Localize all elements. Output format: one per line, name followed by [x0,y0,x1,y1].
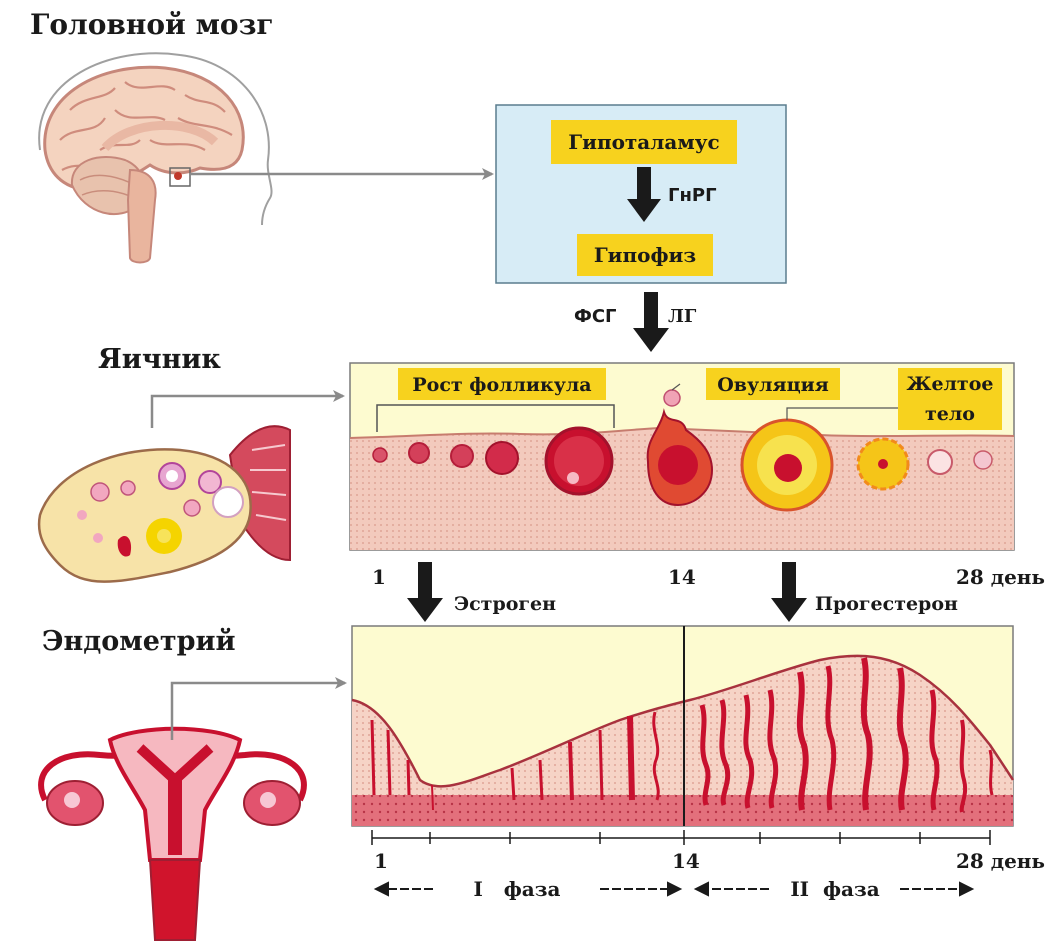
follicle-growth-label: Рост фолликула [412,374,591,396]
endometrium-title: Эндометрий [42,626,236,657]
endometrium-day-end: 28 день [956,849,1045,873]
lh-label: ЛГ [668,306,697,327]
pituitary-label: Гипофиз [594,243,696,267]
estrogen-arrow [407,562,443,622]
ovary-day-end: 28 день [956,565,1045,589]
fsh-lh-arrow [633,292,669,352]
ovary-title: Яичник [98,344,221,375]
corpus-luteum-label-2: тело [925,403,975,425]
endometrium-day-mid: 14 [672,849,700,873]
fsh-label: ФСГ [574,306,617,327]
brain-illustration [39,53,271,262]
ovary-day-start: 1 [372,565,386,589]
ovary-to-strip-arrow [152,396,343,428]
phase-2-label: II фаза [790,877,879,901]
corpus-luteum-label-1: Желтое [907,373,994,395]
ovulation-label: Овуляция [717,374,829,396]
progesterone-label: Прогестерон [815,593,958,615]
progesterone-arrow [771,562,807,622]
estrogen-label: Эстроген [454,593,556,615]
endometrium-cycle-strip [352,626,1013,826]
brain-title: Головной мозг [30,8,274,41]
endometrium-day-scale [372,830,990,845]
ovary-illustration [39,426,290,581]
gnrh-label: ГнРГ [668,185,717,206]
phase-1-label: I фаза [474,877,561,901]
ovary-day-mid: 14 [668,565,696,589]
hypothalamus-label: Гипоталамус [568,130,719,154]
uterus-illustration [41,729,304,940]
endometrium-day-start: 1 [374,849,388,873]
